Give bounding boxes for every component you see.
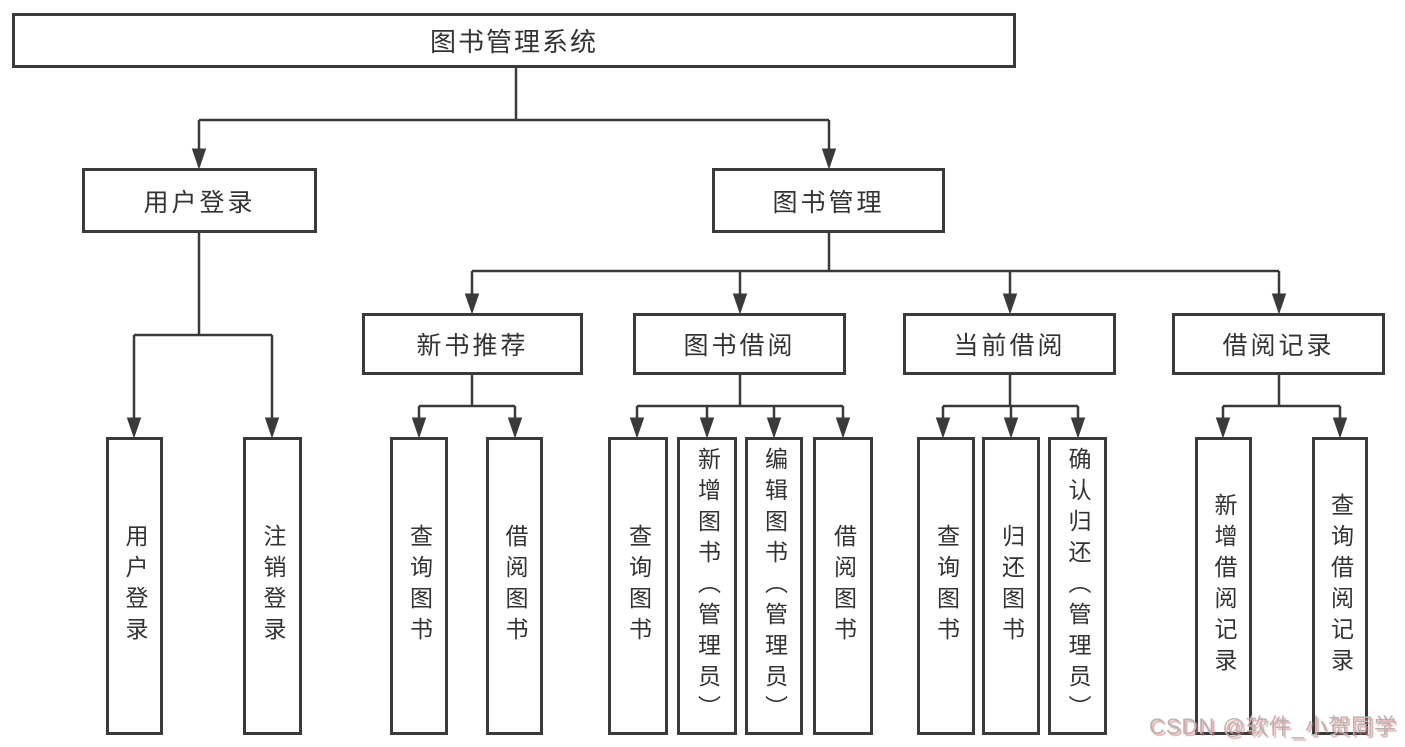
node-label: 确认归还（管理员）: [1065, 446, 1091, 726]
connector-path: [132, 68, 1342, 420]
node-label: 查询借阅记录: [1327, 493, 1354, 679]
node-new-book-recommend: 新书推荐: [362, 313, 583, 375]
node-label: 借阅图书: [502, 524, 528, 648]
node-leaf-logout-login: 注销登录: [243, 437, 302, 735]
node-label: 编辑图书（管理员）: [761, 446, 788, 726]
node-leaf-add-books-admin: 新增图书（管理员）: [677, 437, 737, 735]
watermark-csdn: CSDN @软件_小贺同学: [1148, 714, 1397, 739]
node-leaf-query-books-current: 查询图书: [917, 437, 975, 735]
node-leaf-add-borrow-record: 新增借阅记录: [1195, 437, 1252, 735]
node-label: 新书推荐: [416, 332, 529, 360]
node-user-login: 用户登录: [82, 168, 317, 233]
node-book-borrowing: 图书借阅: [633, 313, 846, 375]
node-label: 图书借阅: [683, 332, 796, 360]
node-label: 当前借阅: [953, 332, 1066, 360]
node-leaf-query-borrow-record: 查询借阅记录: [1312, 437, 1368, 735]
node-leaf-query-books-borrowing: 查询图书: [608, 437, 668, 735]
node-label: 用户登录: [143, 188, 256, 217]
node-label: 查询图书: [933, 524, 960, 648]
node-label: 借阅记录: [1222, 332, 1335, 360]
node-leaf-return-books: 归还图书: [982, 437, 1040, 735]
node-leaf-borrow-books-recommend: 借阅图书: [486, 437, 543, 735]
node-leaf-confirm-return-admin: 确认归还（管理员）: [1048, 437, 1107, 735]
node-label: 借阅图书: [830, 524, 857, 648]
node-book-management: 图书管理: [712, 168, 945, 233]
node-leaf-borrow-books: 借阅图书: [813, 437, 873, 735]
node-label: 新增图书（管理员）: [694, 446, 721, 726]
node-borrowing-records: 借阅记录: [1172, 313, 1385, 375]
node-leaf-edit-books-admin: 编辑图书（管理员）: [745, 437, 803, 735]
node-label: 查询图书: [625, 524, 652, 648]
node-leaf-query-books-recommend: 查询图书: [390, 437, 448, 735]
node-label: 查询图书: [406, 524, 433, 648]
node-label: 新增借阅记录: [1211, 493, 1237, 679]
node-current-borrowing: 当前借阅: [903, 313, 1116, 375]
node-leaf-user-login: 用户登录: [106, 437, 163, 735]
node-label: 注销登录: [260, 524, 286, 648]
node-label: 图书管理: [772, 188, 885, 217]
node-label: 归还图书: [998, 524, 1025, 648]
arrowheads: [126, 148, 1348, 439]
node-label: 用户登录: [122, 524, 148, 648]
node-library-management-system: 图书管理系统: [12, 13, 1016, 68]
node-label: 图书管理系统: [429, 27, 598, 57]
